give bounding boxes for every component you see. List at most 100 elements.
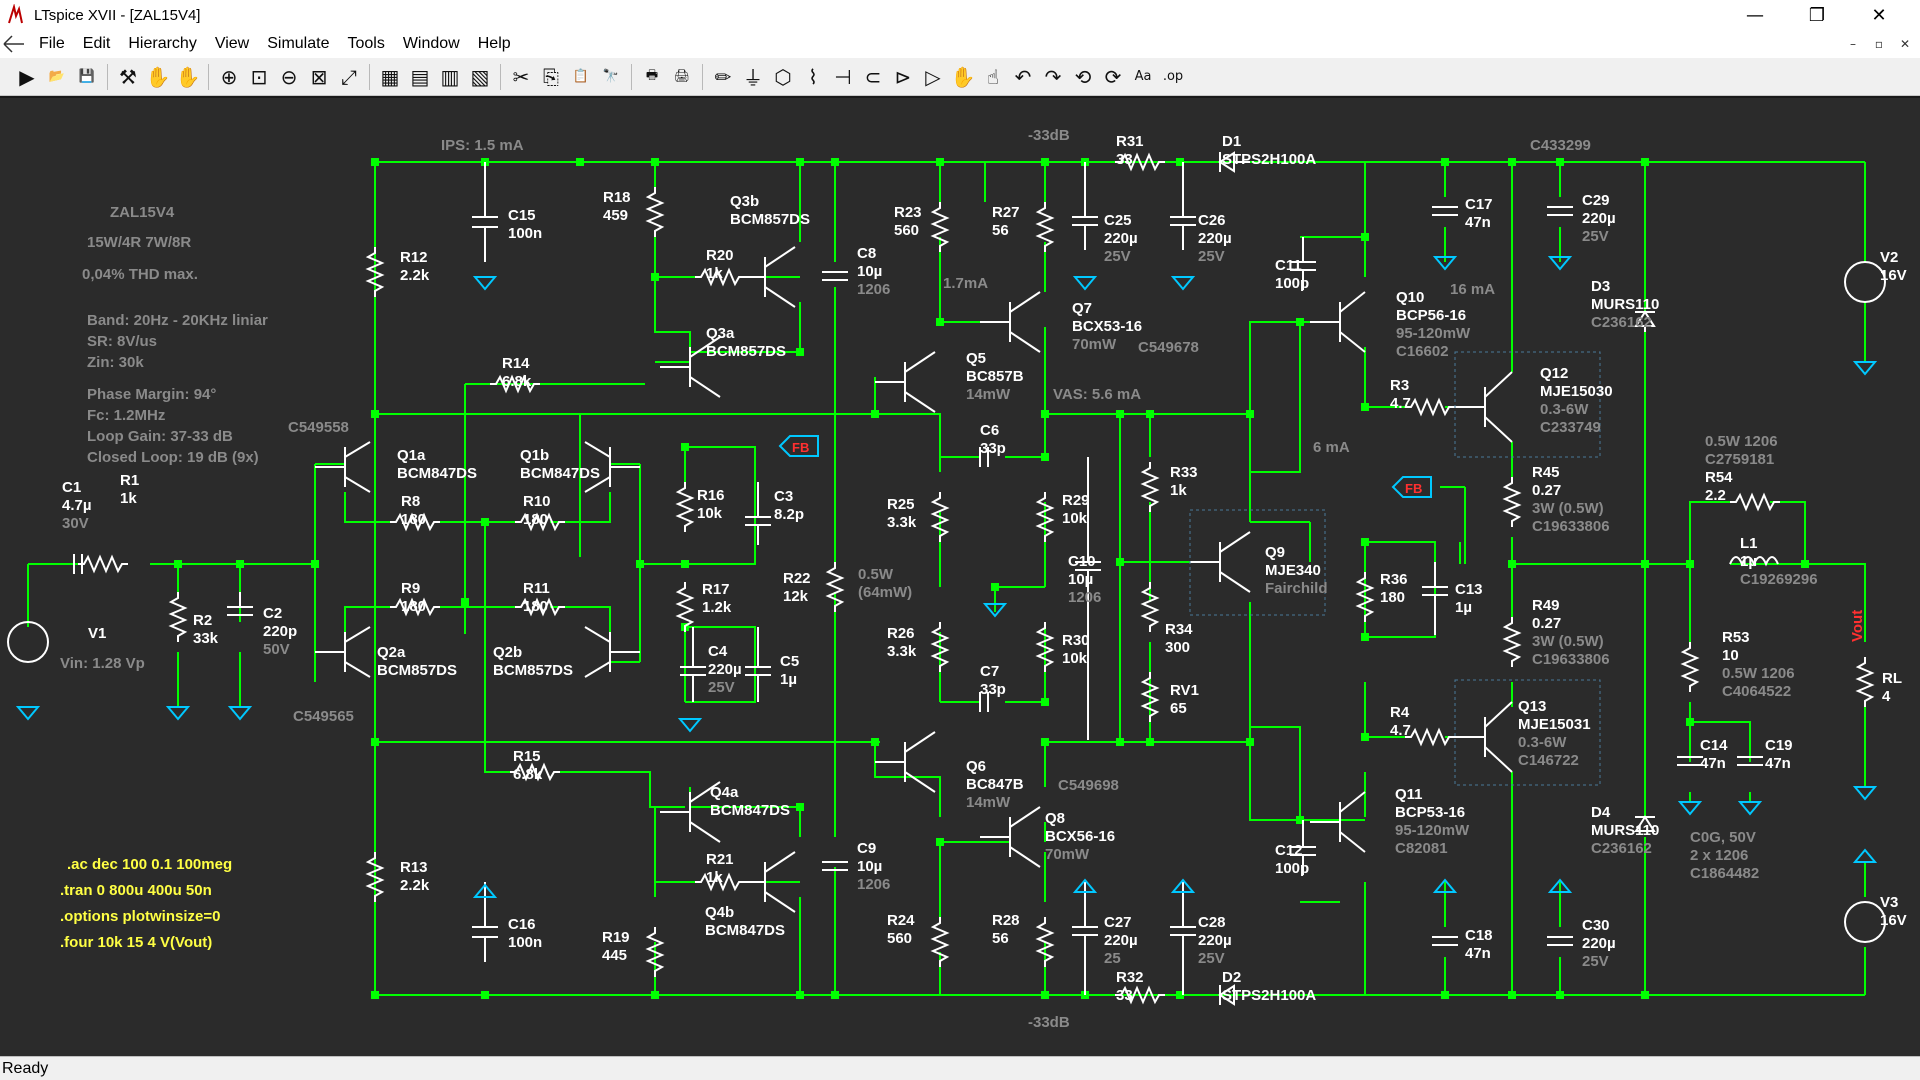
text-button[interactable]: Aa xyxy=(1128,62,1158,92)
open-button[interactable]: 📂 xyxy=(42,62,72,92)
spice-directive[interactable]: .ac dec 100 0.1 100meg xyxy=(67,856,232,873)
spice-directive-button[interactable]: .op xyxy=(1158,62,1188,92)
zoom-box-button[interactable]: ⊡ xyxy=(244,62,274,92)
schematic-canvas[interactable]: FB FB Vout ZAL15V4 15W/4R 7W/8R 0,04% TH… xyxy=(0,96,1920,1058)
menu-window[interactable]: Window xyxy=(402,35,460,52)
menu-help[interactable]: Help xyxy=(477,35,511,52)
menu-file[interactable]: File xyxy=(39,35,65,52)
ground-button[interactable]: ⏚ xyxy=(738,62,768,92)
pan-button[interactable]: ✋ xyxy=(173,62,203,92)
redo-button[interactable]: ↷ xyxy=(1038,62,1068,92)
spice-directive[interactable]: .options plotwinsize=0 xyxy=(60,908,220,925)
paste-button[interactable]: 📋 xyxy=(566,62,596,92)
rotate-button[interactable]: ⟲ xyxy=(1068,62,1098,92)
label-net-button[interactable]: ⬡ xyxy=(768,62,798,92)
resistor-button[interactable]: ⌇ xyxy=(798,62,828,92)
mdi-restore-button[interactable]: ▫ xyxy=(1874,37,1884,51)
mirror-button[interactable]: ⟳ xyxy=(1098,62,1128,92)
find-button[interactable]: 🔭 xyxy=(596,62,626,92)
undo-button[interactable]: ↶ xyxy=(1008,62,1038,92)
zoom-in-button[interactable]: ⊕ xyxy=(214,62,244,92)
inductor-button[interactable]: ⊂ xyxy=(858,62,888,92)
component-button[interactable]: ▷ xyxy=(918,62,948,92)
diode-button[interactable]: ⊳ xyxy=(888,62,918,92)
control-panel-button[interactable]: ⚒ xyxy=(113,62,143,92)
copy-button[interactable]: ⎘ xyxy=(536,62,566,92)
mdi-close-button[interactable]: ✕ xyxy=(1899,37,1911,51)
spice-directive[interactable]: .tran 0 800u 400u 50n xyxy=(60,882,212,899)
tile-horizontal-button[interactable]: ▤ xyxy=(405,62,435,92)
mdi-minimize-button[interactable]: – xyxy=(1850,37,1856,51)
minimize-button[interactable]: — xyxy=(1724,0,1786,30)
move-button[interactable]: ✋ xyxy=(948,62,978,92)
run-button[interactable]: ▶ xyxy=(12,62,42,92)
draw-wire-button[interactable]: ✏ xyxy=(708,62,738,92)
close-button[interactable]: ✕ xyxy=(1848,0,1910,30)
